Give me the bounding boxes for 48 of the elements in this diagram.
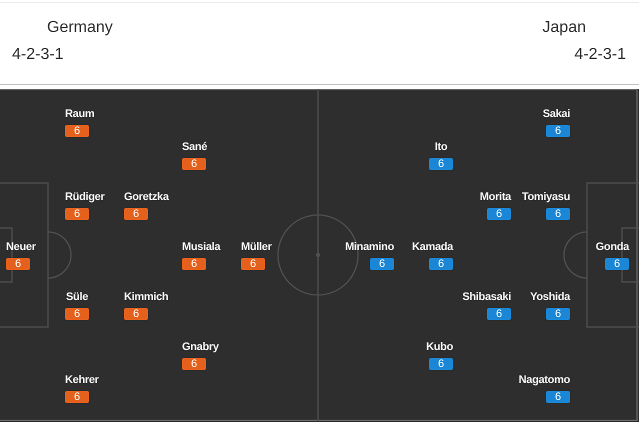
rating-badge: 6	[546, 308, 570, 320]
player-name: Kimmich	[124, 291, 168, 304]
rating-badge: 6	[546, 208, 570, 220]
player-name: Müller	[241, 241, 272, 254]
rating-badge: 6	[65, 125, 89, 137]
player-name: Kamada	[412, 241, 453, 254]
rating-badge: 6	[182, 158, 206, 170]
rating-badge: 6	[546, 125, 570, 137]
rating-badge: 6	[182, 358, 206, 370]
formation: 4-2-3-1	[12, 45, 64, 65]
player-name: Ito	[434, 141, 448, 154]
rating-badge: 6	[241, 258, 265, 270]
player-name: Gnabry	[182, 341, 219, 354]
player-name: Yoshida	[530, 291, 570, 304]
team-name: Japan	[542, 18, 586, 38]
player-name: Rüdiger	[65, 191, 104, 204]
team-name: Germany	[47, 18, 113, 38]
player-name: Sakai	[542, 108, 570, 121]
player-name: Neuer	[6, 241, 36, 254]
player-name: Tomiyasu	[522, 191, 570, 204]
rating-badge: 6	[370, 258, 394, 270]
player-name: Goretzka	[124, 191, 169, 204]
player-name: Kehrer	[65, 374, 99, 387]
player-name: Minamino	[345, 241, 394, 254]
player-name: Musiala	[182, 241, 220, 254]
player-name: Süle	[65, 291, 89, 304]
rating-badge: 6	[65, 308, 89, 320]
rating-badge: 6	[124, 308, 148, 320]
player-name: Kubo	[426, 341, 453, 354]
player-name: Shibasaki	[462, 291, 511, 304]
rating-badge: 6	[65, 208, 89, 220]
rating-badge: 6	[429, 258, 453, 270]
player-name: Nagatomo	[518, 374, 570, 387]
rating-badge: 6	[124, 208, 148, 220]
rating-badge: 6	[6, 258, 30, 270]
rating-badge: 6	[429, 158, 453, 170]
player-name: Raum	[65, 108, 94, 121]
rating-badge: 6	[487, 208, 511, 220]
rating-badge: 6	[65, 391, 89, 403]
rating-badge: 6	[429, 358, 453, 370]
rating-badge: 6	[487, 308, 511, 320]
formation: 4-2-3-1	[574, 45, 626, 65]
player-name: Morita	[480, 191, 511, 204]
rating-badge: 6	[182, 258, 206, 270]
player-name: Gonda	[596, 241, 629, 254]
player-name: Sané	[182, 141, 208, 154]
rating-badge: 6	[605, 258, 629, 270]
rating-badge: 6	[546, 391, 570, 403]
